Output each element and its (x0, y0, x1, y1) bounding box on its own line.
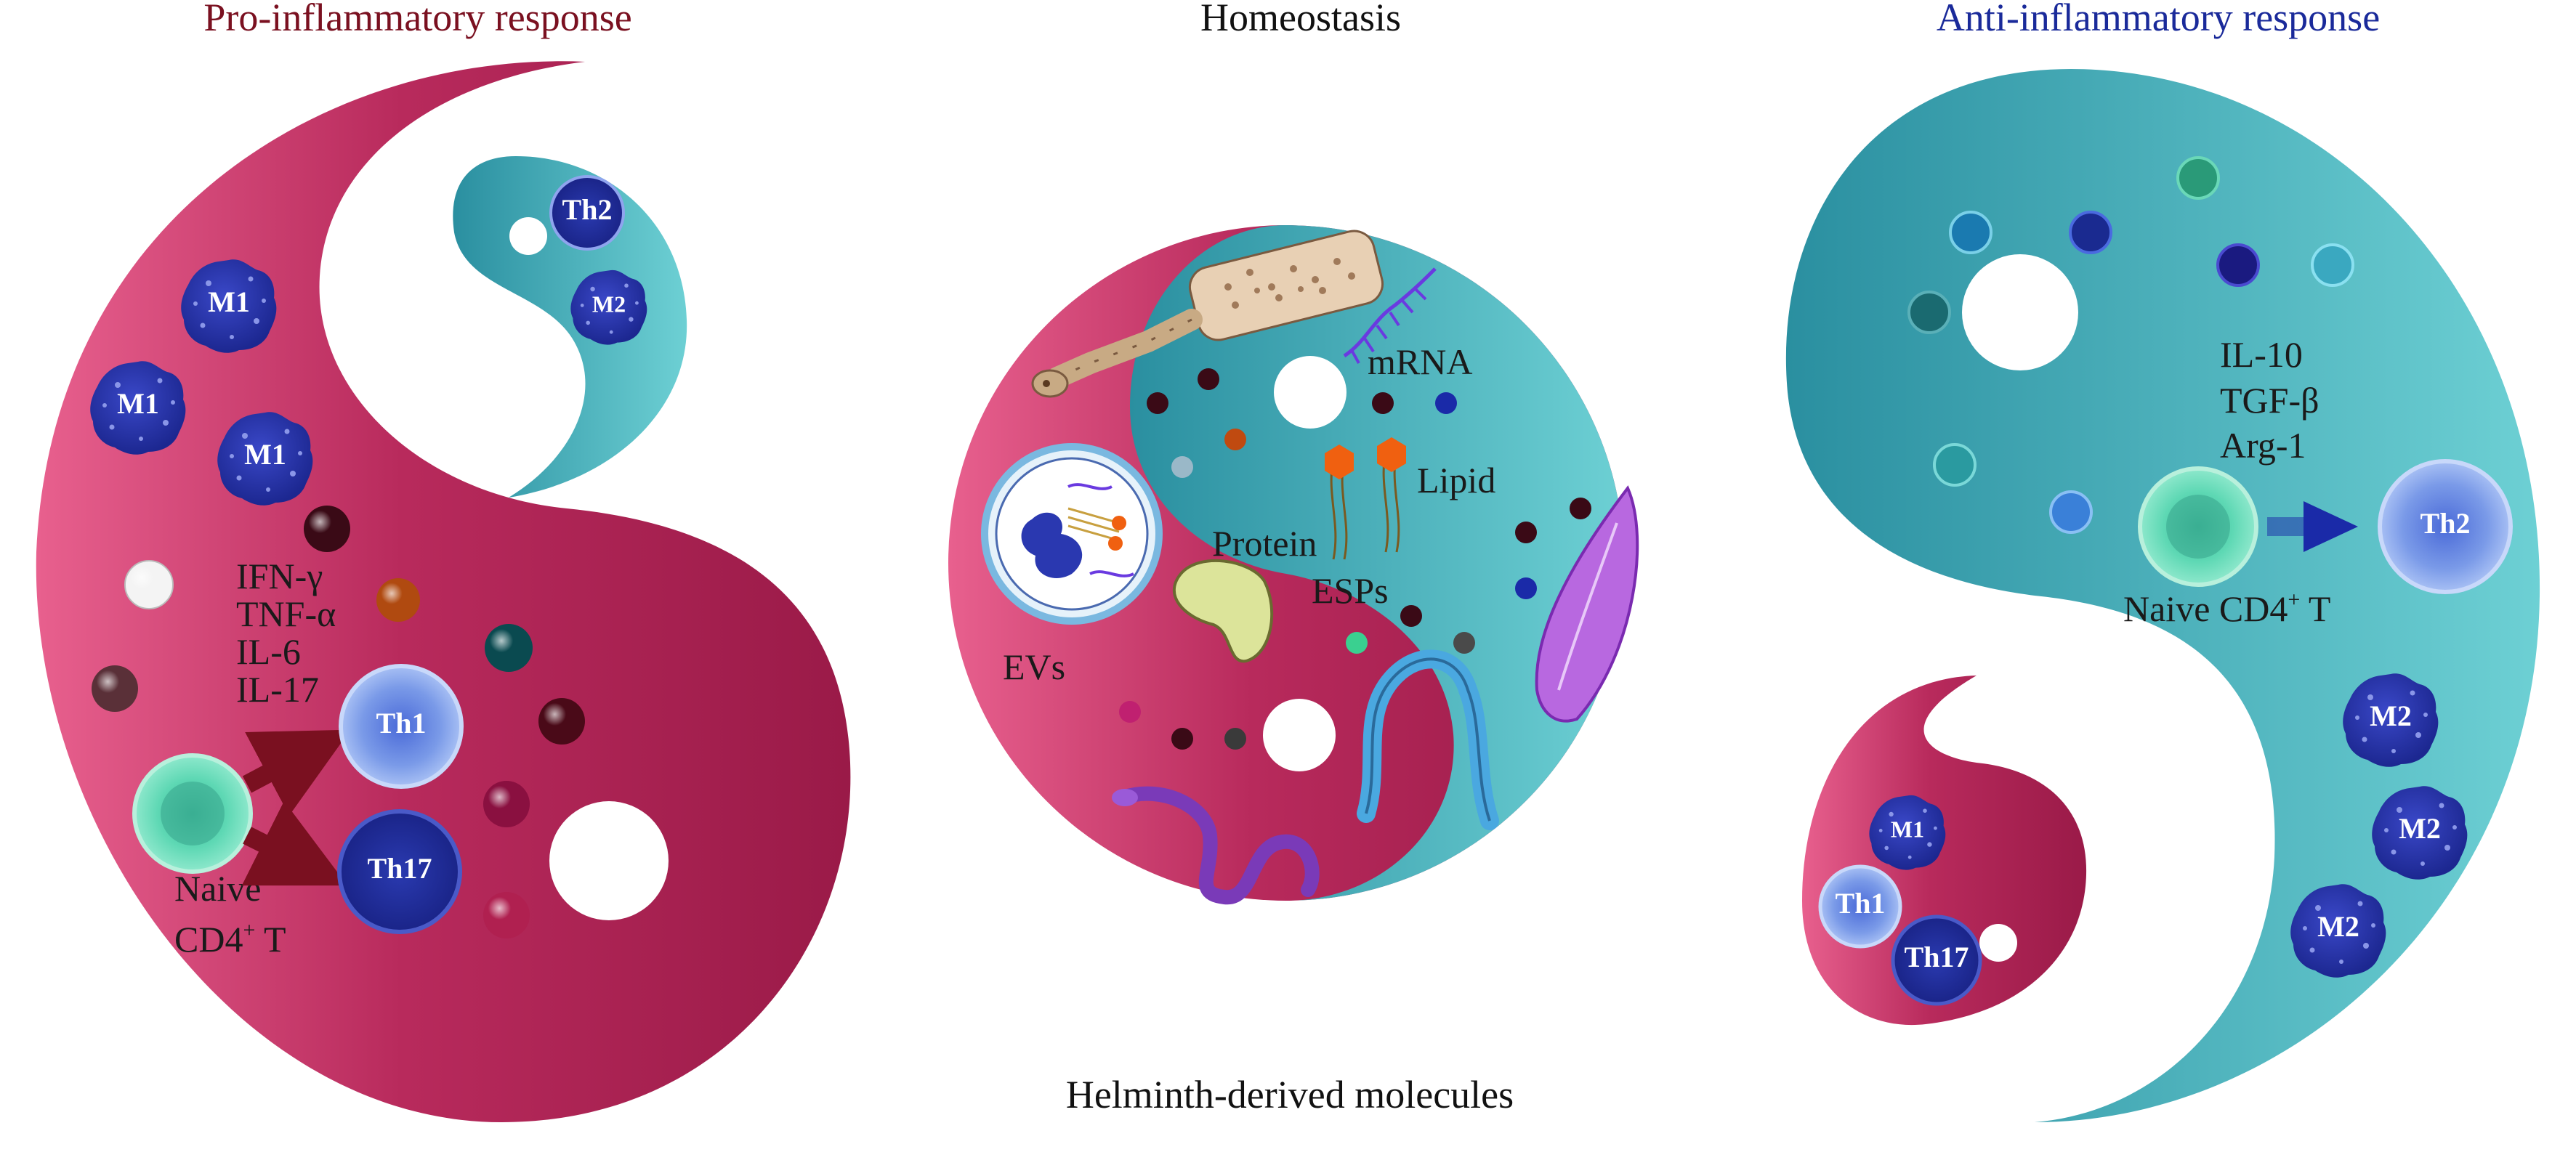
title-anti-inflammatory: Anti-inflammatory response (1937, 0, 2380, 39)
mrna-strand (1343, 267, 1437, 358)
label-evs: EVs (1003, 646, 1065, 687)
anti-naive-label: Naive CD4+ T (2123, 588, 2330, 629)
pro-th17-label: Th17 (368, 852, 432, 885)
center-top-hole (1274, 356, 1346, 429)
pro-naive-label-1: Naive (174, 868, 261, 909)
pro-inflammatory-panel: Th2 M2 M1 M1 M1 IFN-γ (36, 61, 851, 1122)
anti-m2-label-3: M2 (2317, 910, 2359, 943)
anti-naive-cell (2138, 466, 2258, 587)
pro-m1-label-1: M1 (208, 285, 250, 318)
pro-th1-label: Th1 (376, 707, 427, 739)
pro-cytokine-ifn: IFN-γ (236, 556, 323, 596)
lipid-molecules (1325, 437, 1406, 560)
anti-inflammatory-panel: IL-10 TGF-β Arg-1 Naive CD4+ T Th2 M2 M2 (1785, 69, 2540, 1122)
pro-naive-cell (132, 753, 253, 874)
anti-magenta-hole (1979, 924, 2017, 962)
anti-m2-label-2: M2 (2399, 812, 2441, 845)
pro-cytokine-il6: IL-6 (236, 631, 301, 672)
label-lipid: Lipid (1417, 460, 1495, 500)
anti-m1-cell: M1 (1869, 795, 1946, 870)
anti-m2-cell-1: M2 (2343, 673, 2439, 767)
pro-th2-label: Th2 (562, 193, 613, 226)
anti-th2-label: Th2 (2420, 507, 2471, 540)
pro-th17-cell: Th17 (337, 809, 462, 934)
anti-arrow-to-th2 (2267, 501, 2358, 552)
pro-cytokine-tnf: TNF-α (236, 593, 336, 634)
anti-th17-label: Th17 (1905, 941, 1969, 973)
anti-cytokine-arg1: Arg-1 (2220, 425, 2306, 466)
pro-magenta-hole (549, 801, 669, 920)
anti-cytokine-il10: IL-10 (2220, 334, 2303, 375)
label-esps: ESPs (1312, 570, 1389, 611)
schistosome-illustration (1112, 786, 1320, 905)
protein-blob (1172, 559, 1274, 663)
title-homeostasis: Homeostasis (1200, 0, 1401, 39)
title-pro-inflammatory: Pro-inflammatory response (203, 0, 631, 39)
pro-m1-cell-2: M1 (90, 361, 186, 455)
anti-m1-label: M1 (1891, 816, 1924, 842)
center-bottom-hole (1263, 699, 1336, 771)
pro-m2-cell: M2 (570, 269, 647, 345)
pro-teal-hole (509, 217, 547, 255)
pro-arrow-to-th17 (241, 800, 348, 886)
pro-m1-label-3: M1 (244, 438, 286, 471)
anti-th1-label: Th1 (1836, 887, 1886, 920)
anti-small-cells (1907, 156, 2354, 534)
anti-cytokine-list: IL-10 TGF-β Arg-1 (2220, 334, 2319, 466)
anti-teal-hole (1962, 254, 2078, 370)
pro-arrow-to-th1 (242, 729, 351, 816)
tapeworm-illustration (1031, 230, 1384, 398)
pro-cytokine-il17: IL-17 (236, 669, 319, 710)
anti-m2-cell-2: M2 (2372, 786, 2468, 880)
pro-th2-cell: Th2 (549, 175, 625, 251)
pro-naive-label-2: CD4+ T (174, 918, 286, 960)
homeostasis-panel: mRNA Lipid Protein ESPs (948, 225, 1639, 905)
pro-m1-cell-3: M1 (217, 412, 313, 506)
pro-m1-label-2: M1 (117, 387, 159, 420)
pro-m2-label: M2 (592, 291, 626, 317)
pro-cytokine-list: IFN-γ TNF-α IL-6 IL-17 (236, 556, 336, 710)
ev-vesicle (981, 443, 1163, 625)
anti-m2-label-1: M2 (2370, 699, 2412, 732)
mrna-bases (1350, 288, 1427, 364)
anti-m2-cell-3: M2 (2290, 884, 2386, 978)
label-mrna: mRNA (1368, 341, 1472, 382)
roundworm-illustration (1357, 649, 1499, 830)
anti-th1-cell: Th1 (1818, 864, 1902, 949)
anti-cytokine-tgf: TGF-β (2220, 380, 2319, 421)
pro-m1-cell-1: M1 (181, 259, 277, 353)
label-protein: Protein (1212, 523, 1317, 564)
liver-fluke-illustration (1535, 485, 1639, 723)
pro-th1-cell: Th1 (339, 664, 464, 789)
title-helminth-molecules: Helminth-derived molecules (1066, 1073, 1514, 1116)
center-small-spheres (1119, 368, 1591, 750)
anti-th2-cell: Th2 (2378, 459, 2513, 594)
pro-cytokine-spheres (92, 506, 585, 938)
center-teal-half (1130, 225, 1624, 901)
anti-th17-cell: Th17 (1891, 914, 1982, 1006)
